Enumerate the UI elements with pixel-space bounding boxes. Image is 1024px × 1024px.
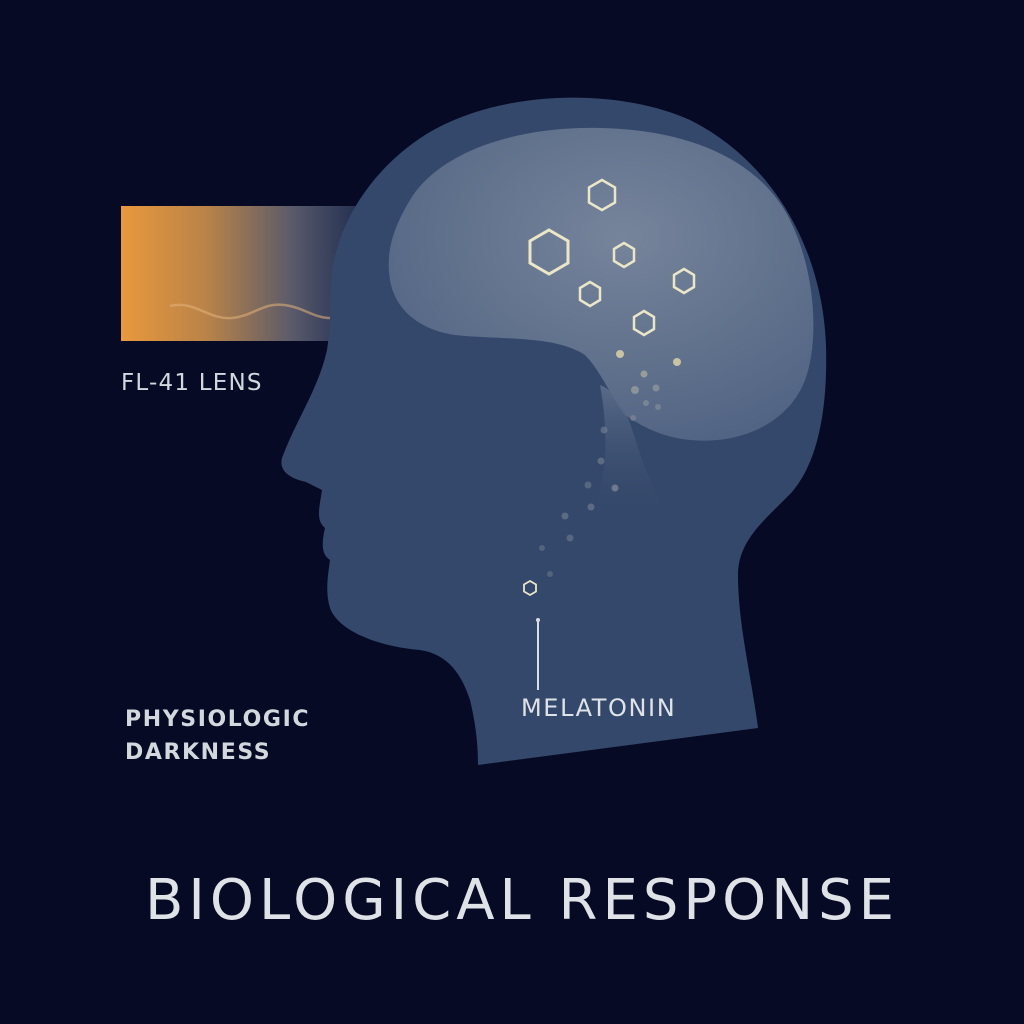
lens-light-beam xyxy=(121,206,366,341)
melatonin-particles xyxy=(539,350,681,577)
darkness-label-line1: PHYSIOLOGIC xyxy=(125,707,311,732)
hexagon-molecule-icon xyxy=(632,309,656,337)
lens-label: FL-41 LENS xyxy=(121,370,263,396)
hexagon-molecule-icon xyxy=(528,228,570,276)
molecule-cluster xyxy=(523,178,696,597)
melatonin-label: MELATONIN xyxy=(521,694,677,722)
hexagon-molecule-icon xyxy=(523,579,537,597)
hexagon-molecule-icon xyxy=(578,280,602,308)
hexagon-molecule-icon xyxy=(587,178,617,212)
darkness-label-line2: DARKNESS xyxy=(125,740,272,765)
page-title: BIOLOGICAL RESPONSE xyxy=(144,868,900,933)
hexagon-molecule-icon xyxy=(612,241,636,269)
physiologic-darkness-label: PHYSIOLOGIC DARKNESS xyxy=(125,703,310,769)
hexagon-molecule-icon xyxy=(672,267,696,295)
